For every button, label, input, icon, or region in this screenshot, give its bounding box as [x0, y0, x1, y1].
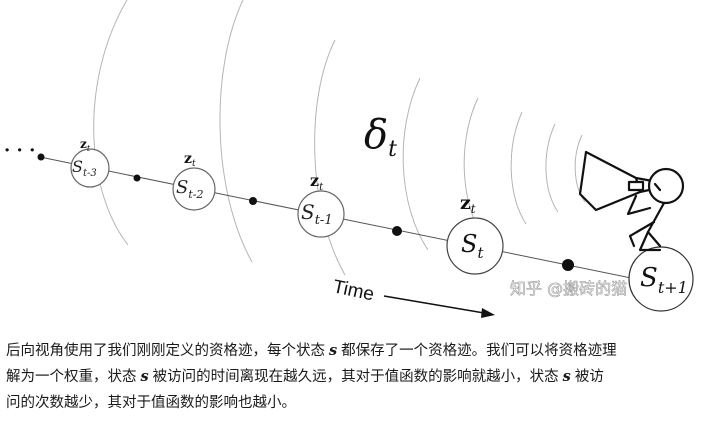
- state-label-t+1: St+1: [640, 263, 688, 297]
- backward-view-diagram: · · · St-3 St-2 St-1 St St+1 zt zt zt zt…: [4, 0, 694, 318]
- action-dot: [392, 226, 402, 236]
- agent-head: [647, 167, 685, 205]
- td-error-label: δt: [364, 112, 397, 162]
- state-label-t-3: St-3: [72, 157, 97, 179]
- state-circles: [70, 148, 694, 312]
- action-dot: [249, 197, 257, 205]
- trace-label-t: zt: [460, 192, 476, 216]
- state-label-t: St: [461, 230, 484, 262]
- wave-arc: [93, 0, 129, 246]
- time-label: Time: [331, 276, 376, 305]
- action-dot: [37, 153, 45, 161]
- time-arrow: [383, 295, 491, 315]
- state-label-t-2: St-2: [176, 177, 203, 201]
- state-var: s: [562, 368, 571, 385]
- action-dot: [562, 259, 574, 271]
- state-circle-t-1: [297, 190, 345, 238]
- wave-arc: [510, 111, 527, 225]
- trace-label-t-3: zt: [80, 137, 91, 153]
- agent-with-megaphone: [578, 150, 685, 252]
- state-circle-t: [446, 217, 504, 275]
- delta-wave-arcs: [93, 0, 586, 276]
- time-arrow-head: [481, 308, 495, 318]
- state-var: s: [329, 342, 338, 359]
- trace-label-t-2: zt: [184, 151, 196, 169]
- wave-arc: [545, 123, 559, 213]
- state-circle-t+1: [628, 246, 694, 312]
- state-label-t-1: St-1: [301, 200, 333, 228]
- action-dot: [133, 174, 141, 182]
- trace-label-t-1: zt: [310, 171, 324, 193]
- state-circle-t-3: [70, 148, 110, 188]
- wave-arc: [402, 77, 429, 251]
- wave-arc: [314, 39, 346, 276]
- state-var: s: [140, 368, 149, 385]
- ellipsis-dots: · · ·: [4, 140, 35, 161]
- action-dots: [37, 153, 574, 271]
- megaphone-icon: [578, 150, 642, 212]
- wave-arc: [219, 0, 253, 263]
- state-circle-t-2: [172, 167, 216, 211]
- watermark-text: 知乎 @搬砖的猫: [510, 279, 627, 298]
- caption-line-3: 问的次数越少，其对于值函数的影响也越小。: [6, 395, 296, 411]
